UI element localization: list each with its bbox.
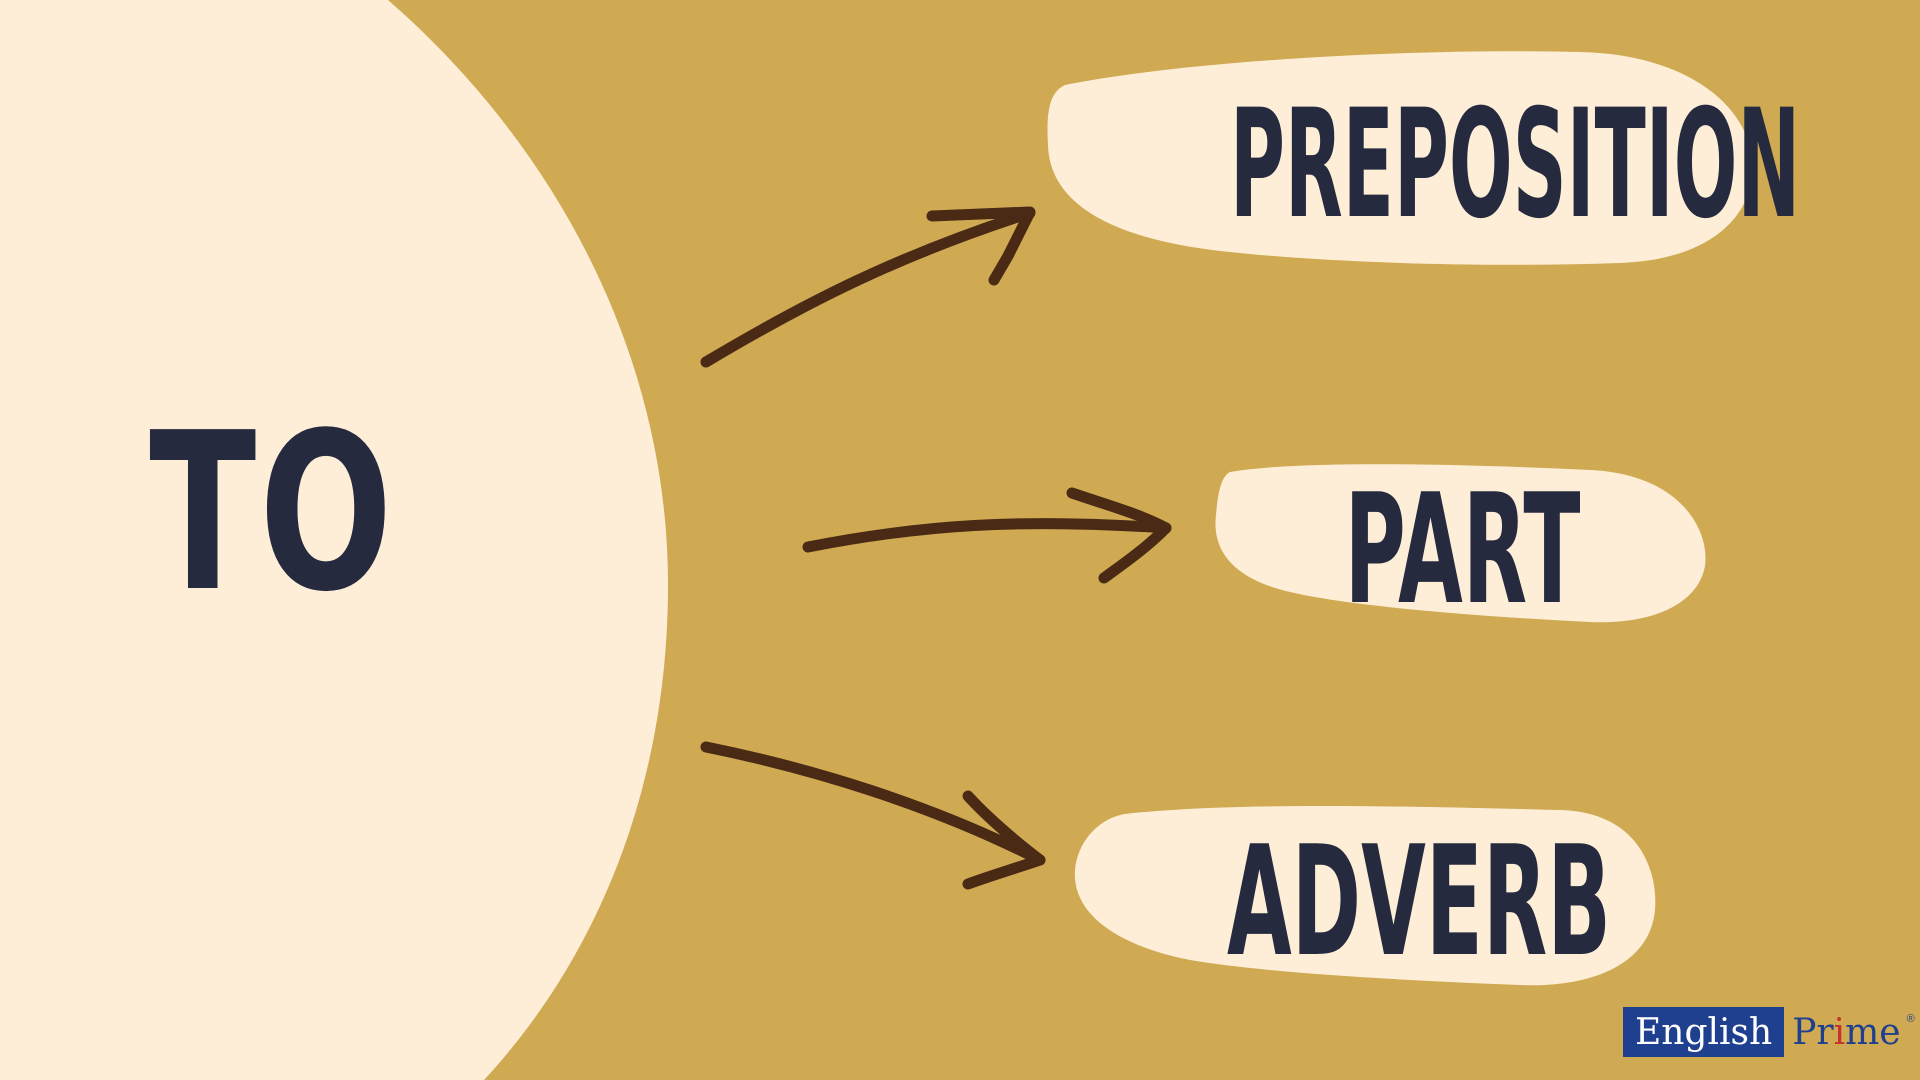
logo-prime-end: me — [1845, 1011, 1901, 1053]
source-label: TO — [149, 387, 396, 640]
logo-registered-mark: ® — [1906, 1013, 1915, 1025]
arrow-adverb — [700, 741, 1046, 866]
logo-prime-start: Pr — [1792, 1011, 1834, 1053]
bubble-adverb — [1074, 806, 1656, 986]
arrow-preposition — [700, 207, 1036, 368]
logo-english-text: English — [1623, 1007, 1785, 1057]
source-circle — [0, 0, 668, 1080]
target-label-adverb: ADVERB — [1227, 813, 1612, 990]
arrow-part-head — [1066, 487, 1172, 584]
arrow-adverb-head — [962, 790, 1046, 890]
logo-prime-accent: i — [1833, 1011, 1846, 1053]
target-label-part: PART — [1344, 461, 1581, 638]
bubble-preposition — [1047, 51, 1753, 265]
target-label-preposition: PREPOSITION — [1230, 78, 1801, 252]
bubble-part — [1215, 464, 1706, 623]
arrow-preposition-head — [926, 206, 1036, 286]
arrow-part — [802, 518, 1172, 553]
